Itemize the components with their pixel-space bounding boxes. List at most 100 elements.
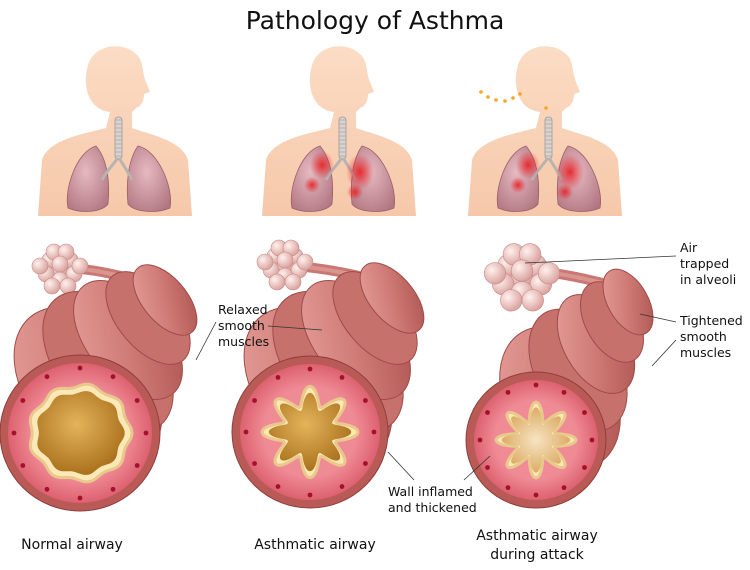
vessel-dot bbox=[477, 437, 483, 443]
caption-asthmatic-line: Asthmatic airway bbox=[254, 537, 376, 553]
vessel-dot bbox=[589, 437, 595, 443]
vessel-dot bbox=[252, 461, 257, 466]
vessel-dot bbox=[307, 366, 313, 372]
caption-normal-airway: Normal airway bbox=[2, 536, 142, 555]
vessel-dot bbox=[275, 375, 281, 380]
right-bronchus bbox=[117, 157, 134, 181]
vessel-dot bbox=[110, 486, 116, 492]
tightened-muscles-label: Tightened smooth muscles bbox=[680, 313, 743, 361]
alveolus bbox=[537, 262, 561, 285]
alveolus bbox=[500, 289, 523, 312]
air-trapped-line-2: in alveoli bbox=[680, 272, 737, 287]
breath-droplet bbox=[486, 95, 490, 99]
leader-relaxed-left bbox=[195, 321, 217, 361]
alveolus bbox=[43, 277, 61, 295]
left-bronchus bbox=[100, 157, 120, 181]
leader-wall-right bbox=[463, 455, 491, 481]
inflammation-spot bbox=[346, 154, 374, 190]
vessel-dot bbox=[77, 495, 83, 501]
alveoli-cluster bbox=[256, 239, 314, 291]
vessel-dot bbox=[252, 398, 257, 403]
vessel-dot bbox=[533, 492, 539, 498]
alveolus bbox=[268, 273, 286, 291]
tightened-line-2: smooth bbox=[680, 329, 727, 344]
vessel-dot bbox=[44, 486, 50, 492]
vessel-dot bbox=[561, 485, 567, 491]
relaxed-line-3: muscles bbox=[218, 334, 270, 349]
caption-attack-line-2: during attack bbox=[490, 547, 584, 563]
vessel-dot bbox=[505, 485, 511, 491]
caption-asthmatic-airway: Asthmatic airway bbox=[240, 536, 390, 555]
torso-figure bbox=[468, 46, 622, 217]
wall-inflamed-label: Wall inflamed and thickened bbox=[388, 484, 477, 516]
breath-droplet bbox=[544, 106, 548, 110]
alveoli-cluster bbox=[31, 243, 89, 295]
vessel-dot bbox=[363, 461, 368, 466]
alveolus bbox=[71, 257, 89, 275]
vessel-dot bbox=[11, 430, 17, 436]
inflammation-spot bbox=[510, 177, 526, 193]
vessel-dot bbox=[307, 492, 313, 498]
page-title: Pathology of Asthma bbox=[245, 6, 505, 35]
leader-tightened-lower bbox=[651, 339, 677, 367]
airway-lumen bbox=[37, 391, 125, 475]
torso-figure bbox=[262, 46, 416, 217]
caption-normal-line: Normal airway bbox=[21, 537, 123, 553]
vessel-dot bbox=[533, 382, 539, 388]
vessel-dot bbox=[134, 398, 140, 403]
breath-droplet bbox=[503, 99, 507, 103]
airway-band bbox=[359, 262, 425, 334]
inflammation-spot bbox=[304, 177, 320, 193]
relaxed-line-2: smooth bbox=[218, 318, 265, 333]
trachea bbox=[114, 116, 123, 160]
trachea bbox=[338, 116, 347, 160]
vessel-dot bbox=[485, 465, 490, 470]
leader-relaxed-right bbox=[267, 325, 323, 331]
air-trapped-line-1: Air trapped bbox=[680, 240, 730, 271]
inflammation-spot bbox=[557, 184, 573, 200]
airway-lumen bbox=[501, 407, 571, 473]
airway-band bbox=[602, 268, 654, 336]
breath-droplet bbox=[479, 90, 483, 94]
alveolus bbox=[296, 253, 314, 271]
alveolus bbox=[256, 253, 274, 271]
relaxed-line-1: Relaxed bbox=[218, 302, 268, 317]
vessel-dot bbox=[77, 365, 83, 371]
vessel-dot bbox=[363, 398, 368, 403]
alveolus bbox=[521, 289, 544, 312]
vessel-dot bbox=[243, 429, 249, 435]
vessel-dot bbox=[582, 465, 587, 470]
vessel-dot bbox=[561, 389, 567, 395]
leader-air-trapped bbox=[524, 255, 677, 264]
relaxed-muscles-label: Relaxed smooth muscles bbox=[218, 302, 269, 350]
torso-figure bbox=[38, 46, 192, 217]
leader-tightened-upper bbox=[639, 313, 677, 323]
vessel-dot bbox=[505, 389, 511, 395]
air-trapped-label: Air trapped in alveoli bbox=[680, 240, 750, 288]
alveoli-cluster bbox=[483, 243, 561, 312]
vessel-dot bbox=[44, 374, 50, 380]
alveolus bbox=[483, 262, 507, 285]
airway-lumen bbox=[268, 392, 352, 472]
trachea bbox=[544, 116, 553, 160]
vessel-dot bbox=[134, 463, 140, 468]
breath-droplet bbox=[518, 92, 522, 96]
breath-droplet bbox=[511, 96, 515, 100]
vessel-dot bbox=[339, 484, 345, 489]
caption-attack-airway: Asthmatic airway during attack bbox=[462, 527, 612, 565]
airway-band bbox=[132, 264, 198, 336]
alveolus bbox=[31, 257, 49, 275]
vessel-dot bbox=[20, 463, 26, 468]
alveolus bbox=[510, 259, 534, 282]
caption-attack-line-1: Asthmatic airway bbox=[476, 528, 598, 544]
alveolus bbox=[276, 251, 294, 269]
alveolus bbox=[51, 255, 69, 273]
asthmatic-airway bbox=[231, 239, 425, 509]
wall-line-1: Wall inflamed bbox=[388, 484, 473, 499]
vessel-dot bbox=[582, 410, 587, 415]
vessel-dot bbox=[339, 375, 345, 380]
vessel-dot bbox=[110, 374, 116, 380]
inflammation-spot bbox=[516, 151, 540, 179]
leader-wall-left bbox=[387, 451, 415, 481]
